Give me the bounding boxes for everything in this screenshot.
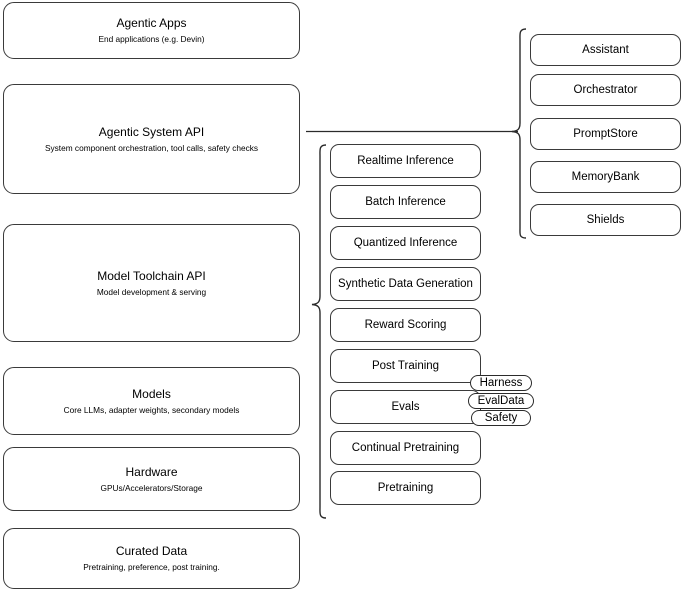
component-orchestrator[interactable]: Orchestrator — [530, 74, 681, 106]
component-assistant[interactable]: Assistant — [530, 34, 681, 66]
layer-model-toolchain-api[interactable]: Model Toolchain API Model development & … — [3, 224, 300, 342]
capability-label: Continual Pretraining — [351, 441, 460, 454]
capability-label: Evals — [391, 400, 420, 413]
capability-quantized-inference[interactable]: Quantized Inference — [330, 226, 481, 260]
layer-subtitle: Model development & serving — [96, 286, 207, 297]
layer-subtitle: Core LLMs, adapter weights, secondary mo… — [63, 404, 240, 415]
capability-label: Quantized Inference — [353, 236, 458, 249]
component-label: Shields — [586, 213, 625, 226]
component-label: MemoryBank — [571, 170, 640, 183]
capability-post-training[interactable]: Post Training — [330, 349, 481, 383]
layer-title: Agentic Apps — [116, 16, 187, 31]
capability-realtime-inference[interactable]: Realtime Inference — [330, 144, 481, 178]
component-memorybank[interactable]: MemoryBank — [530, 161, 681, 193]
layer-models[interactable]: Models Core LLMs, adapter weights, secon… — [3, 367, 300, 435]
eval-pill-harness[interactable]: Harness — [470, 375, 532, 391]
capability-pretraining[interactable]: Pretraining — [330, 471, 481, 505]
component-shields[interactable]: Shields — [530, 204, 681, 236]
layer-title: Agentic System API — [98, 124, 205, 139]
component-label: PromptStore — [573, 127, 638, 140]
right-bracket — [511, 28, 527, 239]
capability-label: Reward Scoring — [364, 318, 447, 331]
layer-subtitle: End applications (e.g. Devin) — [98, 34, 205, 45]
eval-pill-evaldata[interactable]: EvalData — [468, 393, 534, 409]
component-label: Orchestrator — [573, 83, 638, 96]
layer-subtitle: GPUs/Accelerators/Storage — [100, 482, 203, 493]
capability-continual-pretraining[interactable]: Continual Pretraining — [330, 431, 481, 465]
capability-synthetic-data-generation[interactable]: Synthetic Data Generation — [330, 267, 481, 301]
layer-title: Curated Data — [115, 544, 188, 559]
capability-evals[interactable]: Evals — [330, 390, 481, 424]
layer-agentic-apps[interactable]: Agentic Apps End applications (e.g. Devi… — [3, 2, 300, 59]
capability-batch-inference[interactable]: Batch Inference — [330, 185, 481, 219]
capability-label: Synthetic Data Generation — [338, 277, 473, 290]
layer-title: Model Toolchain API — [97, 268, 206, 283]
capability-reward-scoring[interactable]: Reward Scoring — [330, 308, 481, 342]
layer-subtitle: Pretraining, preference, post training. — [83, 562, 220, 573]
component-promptstore[interactable]: PromptStore — [530, 118, 681, 150]
capability-label: Pretraining — [377, 481, 434, 494]
left-bracket — [311, 144, 327, 519]
capability-label: Post Training — [371, 359, 440, 372]
layer-hardware[interactable]: Hardware GPUs/Accelerators/Storage — [3, 447, 300, 511]
layer-subtitle: System component orchestration, tool cal… — [44, 142, 259, 153]
component-label: Assistant — [582, 43, 629, 56]
layer-title: Hardware — [125, 464, 178, 479]
capability-label: Realtime Inference — [357, 154, 454, 167]
layer-title: Models — [132, 386, 171, 401]
layer-curated-data[interactable]: Curated Data Pretraining, preference, po… — [3, 528, 300, 589]
eval-pill-safety[interactable]: Safety — [471, 410, 531, 426]
layer-agentic-system-api[interactable]: Agentic System API System component orch… — [3, 84, 300, 194]
capability-label: Batch Inference — [365, 195, 446, 208]
